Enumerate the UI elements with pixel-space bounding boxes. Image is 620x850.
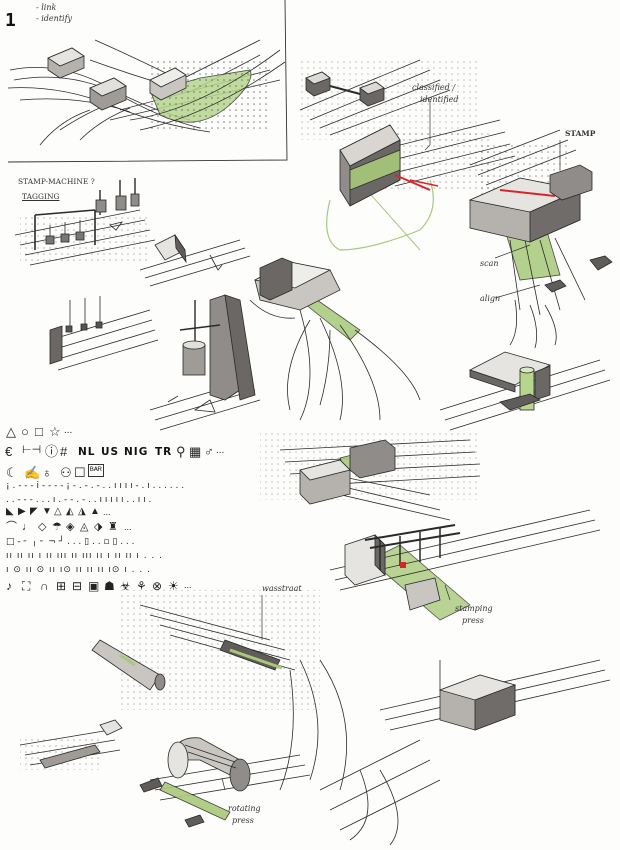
label-wasstraat: wasstraat [262, 584, 302, 593]
triangle-icon: △ [54, 506, 62, 517]
code-nig: NIG [124, 446, 149, 458]
ellipsis-icon: ... [103, 507, 111, 517]
triangle-icon: ◣ [6, 506, 14, 517]
label-stamping: stamping [455, 604, 493, 613]
label-identified: identified [420, 95, 459, 104]
note-link: - link [36, 3, 57, 12]
ellipsis-icon: ... [64, 425, 73, 436]
tower-icon: ♜ [108, 521, 118, 533]
sketch-shelter [139, 233, 251, 287]
sketch-final-block [319, 659, 611, 846]
sketch-cylinder-table [439, 351, 611, 431]
label-stamp: STAMP [565, 129, 596, 138]
euro-icon: € [5, 444, 13, 459]
hazard-icon: ☣ [120, 579, 131, 593]
moon-icon: ☾ [6, 465, 18, 480]
grid-icon: ▦ [189, 444, 202, 459]
triangle-icon: ▲ [90, 506, 100, 517]
triangle-icon: ◬ [80, 521, 89, 533]
circle-icon: ○ [21, 424, 29, 439]
umbrella-icon: ☂ [52, 521, 62, 533]
dash-row-3: □ - ╴ ╷ ╴ ¬ ┘ . . . ▯ . . ▫ ▯ . . . [6, 537, 135, 547]
sheet-number: 1 [5, 10, 16, 31]
ellipsis-icon: ... [124, 522, 132, 532]
bar-tag-icon: ᴮᴬᴿ [88, 464, 104, 477]
note-icon: ♩ [22, 521, 33, 533]
diamond-icon: ◇ [38, 521, 47, 533]
square-filled-icon: ▣ [88, 579, 100, 593]
star-icon: ☆ [49, 424, 61, 439]
code-us: US [101, 446, 120, 458]
triangle-icon: △ [6, 424, 16, 439]
minus-box-icon: ⊟ [72, 579, 83, 593]
square-icon: □ [35, 424, 43, 439]
sketch-stamp-machine [468, 129, 613, 349]
hand-icon: ✍ [24, 465, 41, 480]
bar-row-2: ı ⊙ ıı ⊙ ıı ı⊙ ıı ıı ıı ı⊙ ı . . . [6, 565, 151, 575]
pentagon-icon: ⬗ [94, 521, 103, 533]
ellipsis-icon: ... [184, 580, 192, 590]
hash-icon: # [60, 444, 68, 459]
globe-icon: ♁ [42, 465, 52, 480]
sketch-classified-gate [326, 119, 516, 251]
pin-icon: ⚲ [176, 444, 186, 459]
sketch-building-green [249, 257, 421, 421]
bikes-icon: ⚇ [60, 465, 72, 480]
label-press: press [462, 616, 484, 625]
label-classified: classified / [412, 83, 456, 92]
sketch-blocks-strands [7, 39, 281, 146]
grid-box-icon: ⊞ [56, 579, 67, 593]
triangle-icon: ◮ [78, 506, 86, 517]
triangle-icon: ◭ [66, 506, 74, 517]
code-nl: NL [78, 446, 96, 458]
sketch-stamping-press [329, 509, 601, 621]
frame-icon: ⛶ [22, 579, 31, 593]
arch-icon: ∩ [40, 579, 49, 593]
label-scan: scan [480, 259, 499, 268]
male-icon: ♂ [204, 444, 214, 459]
piece-icon: ☗ [104, 579, 115, 593]
music-icon: ♪ [6, 579, 12, 593]
sketch-long-gate [260, 430, 481, 521]
circle-x-icon: ⊗ [152, 579, 163, 593]
sketch-tagging-rig [14, 178, 156, 266]
sun-icon: ☀ [168, 579, 179, 593]
triangle-icon: ◤ [30, 506, 38, 517]
label-stamp-machine: STAMP-MACHINE ? [18, 177, 95, 186]
sketch-small-crossing [19, 719, 123, 770]
code-tr: TR [155, 446, 173, 458]
arc-icon: ⌒ [6, 521, 17, 533]
bar-row-1: ıı ıı ıı ı ıı ııı ıı ııı ıı ı ıı ıı ı . … [6, 551, 164, 561]
leader-lines [221, 100, 561, 791]
ellipsis-icon: ... [216, 445, 225, 456]
sketch-green-field [129, 49, 286, 131]
label-press-2: press [232, 816, 254, 825]
note-identify: - identify [36, 14, 73, 23]
panel-frame [7, 0, 288, 163]
diamond-icon: ◈ [66, 521, 75, 533]
dash-row-2: . . - - - . . . ı . - - . - . . ı ı ı ı … [6, 495, 152, 505]
sketch-rotating-press [139, 737, 311, 828]
label-align: align [480, 294, 501, 303]
label-tagging: TAGGING [22, 192, 60, 201]
triangle-down-icon: ▼ [42, 506, 52, 517]
play-icon: ▶ [18, 506, 26, 517]
id-icon: ⓘ [45, 444, 59, 459]
flower-icon: ⚘ [136, 579, 147, 593]
ruler-icon: ⊢⊣ [22, 444, 42, 456]
label-rotating: rotating [228, 804, 261, 813]
sketch-wasstraat [91, 590, 348, 791]
box-icon: ☐ [74, 465, 86, 480]
sketch-press-tower [149, 294, 261, 431]
sketch-post-tagger [49, 296, 159, 371]
dash-row-1: ¡ . - - - i - - - - ¡ - . - . - . . ı ı … [6, 481, 185, 491]
